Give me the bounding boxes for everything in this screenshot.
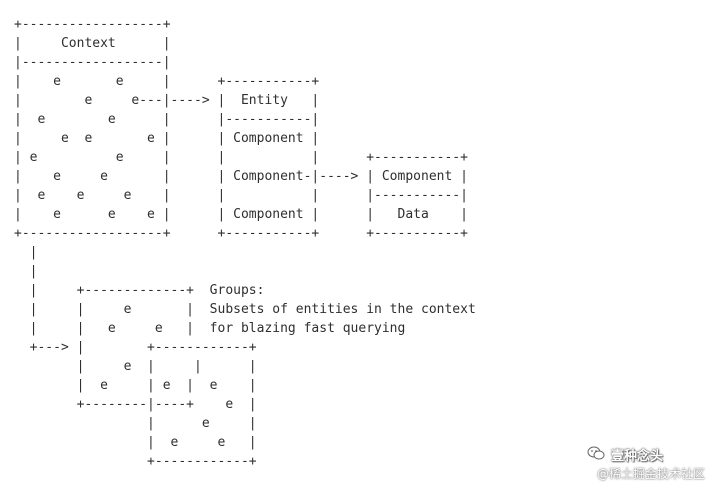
diagram-line: |	[14, 264, 38, 279]
diagram-line: | e |	[14, 416, 257, 431]
diagram-line: +--------|----+ e |	[14, 397, 257, 412]
watermark-source: @稀土掘金技术社区	[596, 467, 705, 481]
diagram-line: | e | | |	[14, 359, 257, 374]
diagram-line: | e e | +-----------+	[14, 74, 320, 89]
diagram-line: | e | e | e |	[14, 378, 257, 393]
diagram-line: | e e | | Component-|----> | Component |	[14, 169, 468, 184]
diagram-line: | e e---|----> | Entity |	[14, 93, 320, 108]
ascii-ecs-diagram: +------------------+ | Context | |------…	[14, 15, 476, 471]
diagram-line: +------------------+ +-----------+ +----…	[14, 226, 468, 241]
diagram-line: | e e e | | Component |	[14, 131, 320, 146]
diagram-line: | e e | | | +-----------+	[14, 150, 468, 165]
watermark: 壹种念头 @稀土掘金技术社区	[555, 445, 705, 485]
diagram-line: +---> | +------------+	[14, 340, 257, 355]
diagram-line: | Context |	[14, 36, 171, 51]
diagram-line: | e e e | | | |-----------|	[14, 188, 468, 203]
diagram-line: | e e | |-----------|	[14, 112, 320, 127]
wechat-icon	[587, 446, 605, 460]
watermark-account-name: 壹种念头	[611, 449, 664, 464]
diagram-line: | e e |	[14, 435, 257, 450]
diagram-line: | e e e | | Component | | Data |	[14, 207, 468, 222]
diagram-line: | | e e | for blazing fast querying	[14, 321, 406, 336]
diagram-line: +------------+	[14, 454, 257, 469]
diagram-line: | +-------------+ Groups:	[14, 283, 265, 298]
diagram-line: |------------------|	[14, 55, 171, 70]
diagram-line: | | e | Subsets of entities in the conte…	[14, 302, 476, 317]
diagram-line: +------------------+	[14, 17, 171, 32]
diagram-line: |	[14, 245, 38, 260]
